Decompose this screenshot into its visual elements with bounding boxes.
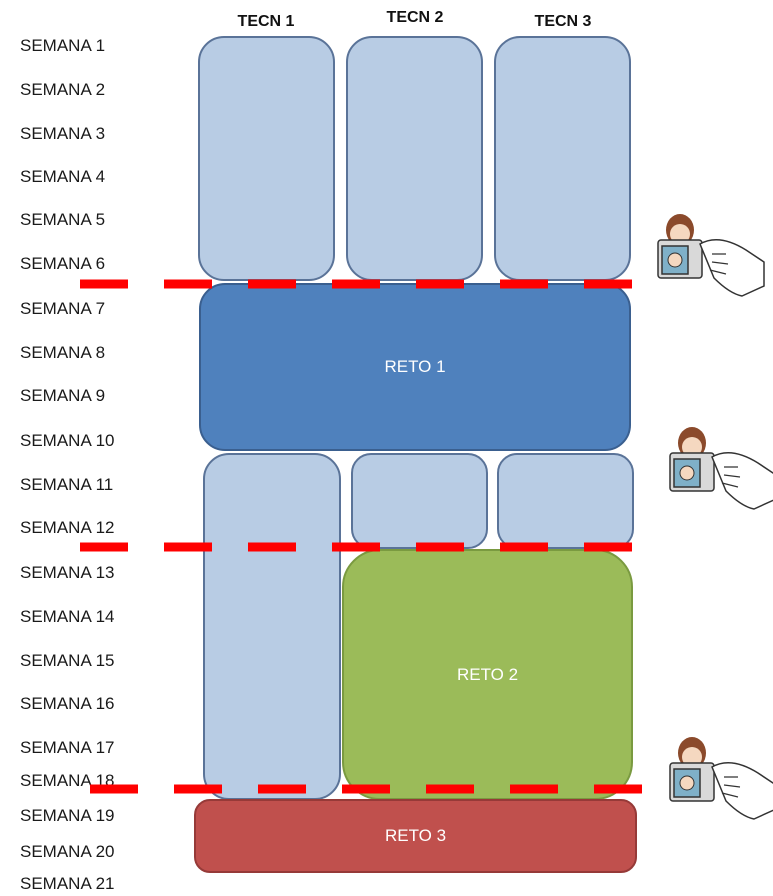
reto-2-label: RETO 2 (456, 664, 519, 684)
camera-photo-icon (657, 214, 765, 297)
week-label: SEMANA 5 (20, 210, 106, 229)
week-label: SEMANA 10 (20, 431, 115, 450)
tecn-2-block-phase-2 (351, 453, 488, 549)
column-header-tecn-3: TECN 3 (534, 13, 592, 30)
week-label: SEMANA 17 (20, 738, 115, 757)
week-label: SEMANA 13 (20, 563, 115, 582)
reto-1-label: RETO 1 (384, 357, 446, 376)
week-label: SEMANA 7 (20, 299, 106, 318)
week-label: SEMANA 16 (20, 694, 115, 713)
week-label: SEMANA 2 (20, 80, 106, 99)
column-header-tecn-2: TECN 2 (386, 9, 444, 26)
tecn-2-block-phase-1 (346, 36, 483, 281)
week-label: SEMANA 20 (20, 842, 115, 861)
reto-3-label: RETO 3 (384, 826, 447, 845)
tecn-3-block-phase-2 (497, 453, 634, 549)
tecn-1-block-phase-1 (198, 36, 335, 281)
reto-1-block: RETO 1 (199, 283, 631, 451)
reto-3-block: RETO 3 (194, 799, 637, 873)
week-label: SEMANA 1 (20, 36, 106, 55)
week-label: SEMANA 19 (20, 806, 115, 825)
week-label: SEMANA 4 (20, 167, 106, 186)
tecn-1-block-phase-2 (203, 453, 341, 800)
week-label: SEMANA 12 (20, 518, 115, 537)
week-label: SEMANA 14 (20, 607, 115, 626)
camera-photo-icon (669, 427, 773, 510)
week-label: SEMANA 9 (20, 386, 106, 405)
reto-2-block: RETO 2 (342, 549, 633, 800)
camera-photo-icon (669, 737, 773, 820)
week-label: SEMANA 21 (20, 874, 115, 893)
week-label: SEMANA 6 (20, 254, 106, 273)
tecn-3-block-phase-1 (494, 36, 631, 281)
week-label: SEMANA 3 (20, 124, 106, 143)
week-label: SEMANA 11 (20, 475, 114, 494)
week-label: SEMANA 15 (20, 651, 115, 670)
column-header-tecn-1: TECN 1 (237, 13, 295, 30)
week-label: SEMANA 8 (20, 343, 106, 362)
